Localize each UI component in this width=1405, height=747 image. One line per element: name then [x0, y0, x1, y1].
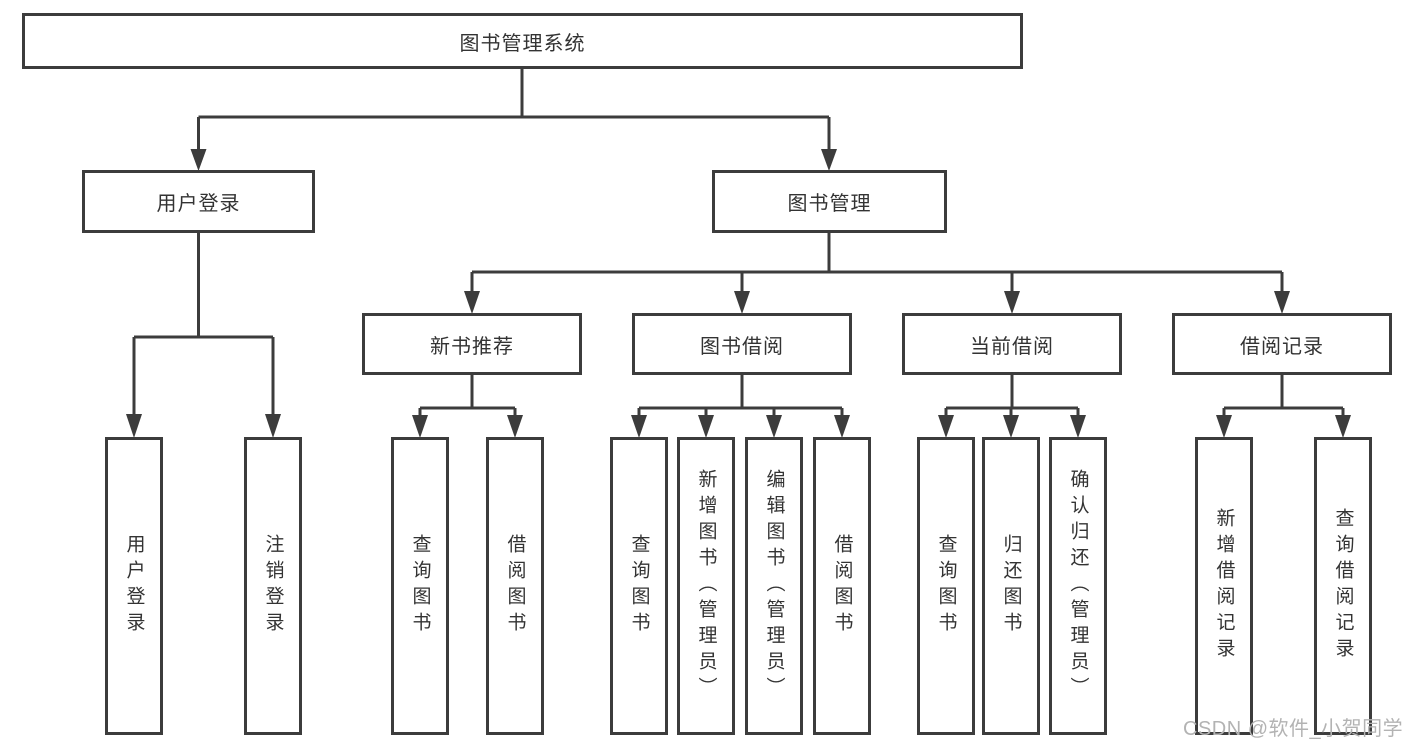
leaf-add-borrow-record: 新增借阅记录: [1195, 437, 1253, 735]
node-user-login-label: 用户登录: [156, 193, 241, 215]
node-book-management: 图书管理: [712, 170, 947, 233]
node-root: 图书管理系统: [22, 13, 1023, 69]
leaf-user-login: 用户登录: [105, 437, 163, 735]
arrow-down-icon: [938, 415, 954, 438]
arrow-down-icon: [834, 415, 850, 438]
node-current-borrow: 当前借阅: [902, 313, 1122, 375]
connector-book-management: [464, 233, 1290, 314]
arrow-down-icon: [1004, 291, 1020, 314]
leaf-label: 注销登录: [262, 534, 284, 638]
node-user-login: 用户登录: [82, 170, 315, 233]
arrow-down-icon: [126, 414, 142, 438]
leaf-label: 查询图书: [628, 534, 650, 638]
leaf-current-query-books: 查询图书: [917, 437, 975, 735]
node-root-label: 图书管理系统: [459, 32, 586, 55]
leaf-label: 借阅图书: [831, 534, 853, 638]
leaf-logout: 注销登录: [244, 437, 302, 735]
connector-root: [190, 69, 837, 171]
arrow-down-icon: [1274, 291, 1290, 314]
connector-current-borrow: [938, 375, 1086, 438]
node-new-book-recommend-label: 新书推荐: [430, 335, 514, 358]
leaf-label: 编辑图书（管理员）: [763, 469, 785, 703]
node-book-borrow-label: 图书借阅: [700, 335, 784, 358]
arrow-down-icon: [190, 149, 207, 171]
leaf-label: 新增借阅记录: [1213, 508, 1235, 664]
arrow-down-icon: [265, 414, 281, 438]
arrow-down-icon: [1335, 415, 1351, 438]
node-book-borrow: 图书借阅: [632, 313, 852, 375]
leaf-label: 用户登录: [123, 534, 145, 638]
leaf-borrow-query-books: 查询图书: [610, 437, 668, 735]
leaf-label: 查询图书: [935, 534, 957, 638]
leaf-recommend-borrow-books: 借阅图书: [486, 437, 544, 735]
arrow-down-icon: [1070, 415, 1086, 438]
leaf-edit-books-admin: 编辑图书（管理员）: [745, 437, 803, 735]
arrow-down-icon: [507, 415, 523, 438]
node-new-book-recommend: 新书推荐: [362, 313, 582, 375]
node-borrow-records: 借阅记录: [1172, 313, 1392, 375]
arrow-down-icon: [1216, 415, 1232, 438]
arrow-down-icon: [412, 415, 428, 438]
leaf-label: 查询图书: [409, 534, 431, 638]
csdn-watermark: CSDN @软件_小贺同学: [1183, 718, 1404, 740]
connector-borrow-records: [1216, 375, 1351, 438]
leaf-label: 借阅图书: [504, 534, 526, 638]
arrow-down-icon: [1003, 415, 1019, 438]
arrow-down-icon: [631, 415, 647, 438]
node-book-management-label: 图书管理: [787, 193, 872, 215]
node-current-borrow-label: 当前借阅: [970, 335, 1054, 358]
connector-new-book-recommend: [412, 375, 523, 438]
arrow-down-icon: [766, 415, 782, 438]
leaf-query-borrow-record: 查询借阅记录: [1314, 437, 1372, 735]
arrow-down-icon: [698, 415, 714, 438]
leaf-add-books-admin: 新增图书（管理员）: [677, 437, 735, 735]
leaf-return-books: 归还图书: [982, 437, 1040, 735]
connector-book-borrow: [631, 375, 850, 438]
arrow-down-icon: [821, 149, 837, 171]
leaf-label: 查询借阅记录: [1332, 508, 1354, 664]
connector-user-login: [126, 233, 281, 438]
leaf-confirm-return-admin: 确认归还（管理员）: [1049, 437, 1107, 735]
node-borrow-records-label: 借阅记录: [1240, 335, 1324, 358]
arrow-down-icon: [464, 291, 480, 314]
leaf-label: 新增图书（管理员）: [695, 469, 717, 703]
leaf-borrow-borrow-books: 借阅图书: [813, 437, 871, 735]
leaf-label: 归还图书: [1000, 534, 1022, 638]
arrow-down-icon: [734, 291, 750, 314]
leaf-recommend-query-books: 查询图书: [391, 437, 449, 735]
leaf-label: 确认归还（管理员）: [1067, 469, 1089, 703]
